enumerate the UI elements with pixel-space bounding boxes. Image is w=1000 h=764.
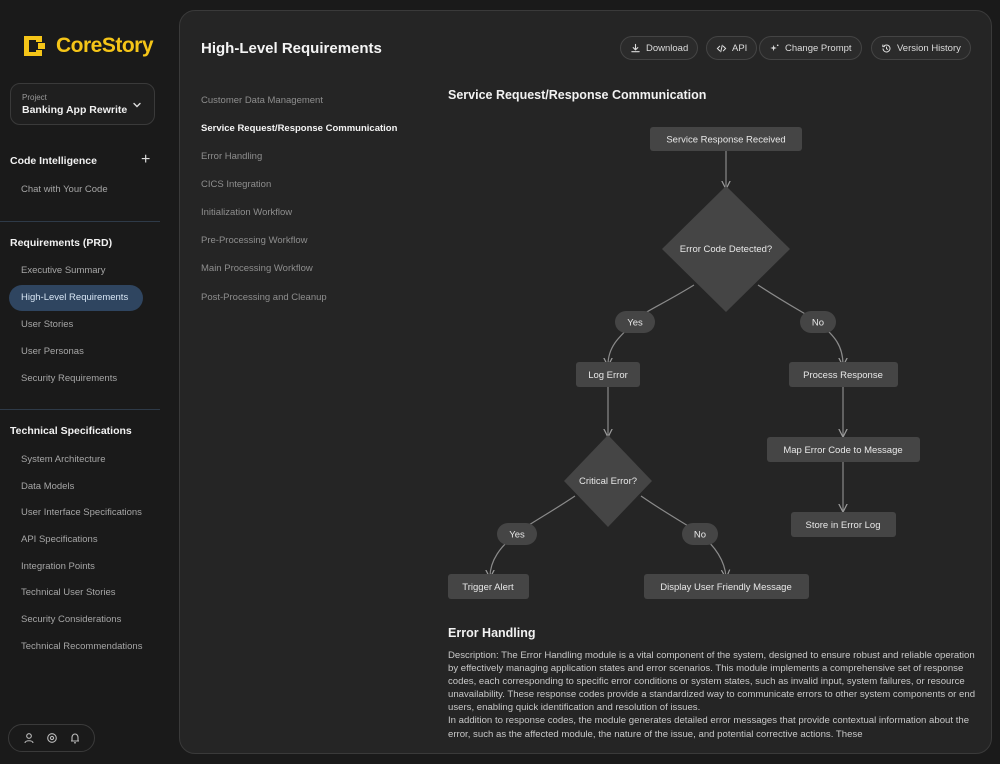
sidebar-item-system-architecture[interactable]: System Architecture — [21, 454, 106, 465]
project-label: Project — [22, 93, 47, 102]
flow-node-map-error: Map Error Code to Message — [767, 437, 920, 462]
code-icon — [716, 44, 727, 52]
section-title-service-communication: Service Request/Response Communication — [448, 88, 707, 102]
flow-edge-label-yes: Yes — [615, 311, 655, 333]
api-button[interactable]: API — [706, 36, 758, 60]
flow-node-label: Display User Friendly Message — [660, 582, 791, 593]
section-title-technical-specifications: Technical Specifications — [10, 425, 132, 437]
change-prompt-button[interactable]: Change Prompt — [759, 36, 862, 60]
sidebar-item-chat[interactable]: Chat with Your Code — [21, 184, 108, 195]
sidebar-item-high-level-requirements[interactable]: High-Level Requirements — [9, 285, 143, 311]
flow-node-start: Service Response Received — [650, 127, 802, 151]
edge-label: No — [812, 318, 824, 329]
section-title-error-handling: Error Handling — [448, 626, 536, 640]
flow-node-label: Map Error Code to Message — [783, 445, 902, 456]
flow-node-trigger-alert: Trigger Alert — [448, 574, 529, 599]
toc-item[interactable]: Customer Data Management — [201, 95, 323, 106]
sidebar-item-security-requirements[interactable]: Security Requirements — [21, 373, 118, 384]
flow-edge-label-no: No — [682, 523, 718, 545]
toc-item[interactable]: Main Processing Workflow — [201, 263, 313, 274]
toc-item[interactable]: Error Handling — [201, 151, 263, 162]
version-history-button[interactable]: Version History — [871, 36, 971, 60]
bell-icon[interactable] — [68, 731, 82, 745]
divider — [0, 221, 160, 222]
change-prompt-label: Change Prompt — [785, 42, 852, 54]
chevron-down-icon — [131, 98, 143, 110]
flow-edge-label-no: No — [800, 311, 836, 333]
section-title-code-intelligence: Code Intelligence — [10, 155, 97, 167]
sidebar-item-user-stories[interactable]: User Stories — [21, 319, 74, 330]
edge-label: Yes — [627, 318, 643, 329]
flow-node-label: Store in Error Log — [806, 520, 881, 531]
edge-label: No — [694, 530, 706, 541]
flow-decision-error-code: Error Code Detected? — [662, 186, 790, 312]
sidebar-item-technical-user-stories[interactable]: Technical User Stories — [21, 587, 116, 598]
paragraph: In addition to response codes, the modul… — [448, 715, 970, 740]
sparkle-icon — [770, 43, 779, 51]
toc-item[interactable]: CICS Integration — [201, 179, 272, 190]
sidebar-item-api-specifications[interactable]: API Specifications — [21, 534, 98, 545]
sidebar-item-security-considerations[interactable]: Security Considerations — [21, 614, 122, 625]
sidebar-item-data-models[interactable]: Data Models — [21, 481, 75, 492]
flow-node-label: Log Error — [588, 370, 628, 381]
sidebar-item-technical-recommendations[interactable]: Technical Recommendations — [21, 641, 143, 652]
flow-node-label: Process Response — [803, 370, 883, 381]
sidebar-item-user-personas[interactable]: User Personas — [21, 346, 84, 357]
flow-node-process-response: Process Response — [789, 362, 898, 387]
toc-item[interactable]: Pre-Processing Workflow — [201, 235, 308, 246]
settings-icon[interactable] — [45, 731, 59, 745]
flow-node-store-log: Store in Error Log — [791, 512, 896, 537]
divider — [0, 409, 160, 410]
app-name: CoreStory — [56, 34, 154, 57]
toc-item-active[interactable]: Service Request/Response Communication — [201, 123, 398, 134]
logo[interactable]: CoreStory — [22, 32, 154, 60]
download-button[interactable]: Download — [620, 36, 699, 60]
toc-item[interactable]: Initialization Workflow — [201, 207, 293, 218]
version-history-label: Version History — [897, 42, 961, 54]
bottom-toolbar — [8, 724, 95, 752]
flow-node-label: Service Response Received — [666, 135, 785, 146]
section-title-requirements: Requirements (PRD) — [10, 237, 113, 249]
download-icon — [631, 43, 640, 52]
sidebar-item-integration-points[interactable]: Integration Points — [21, 561, 95, 572]
error-handling-description: Description: The Error Handling module i… — [448, 649, 978, 741]
toc-item[interactable]: Post-Processing and Cleanup — [201, 292, 327, 303]
flow-node-log-error: Log Error — [576, 362, 640, 387]
api-label: API — [732, 42, 748, 54]
corestory-logo-icon — [22, 32, 50, 60]
paragraph: Description: The Error Handling module i… — [448, 650, 976, 714]
add-icon[interactable]: + — [141, 151, 151, 168]
history-icon — [882, 44, 891, 52]
sidebar-item-executive-summary[interactable]: Executive Summary — [21, 265, 106, 276]
project-name: Banking App Rewrite — [22, 104, 128, 116]
user-icon[interactable] — [22, 731, 36, 745]
flow-decision-critical: Critical Error? — [564, 435, 652, 527]
page-title: High-Level Requirements — [201, 40, 382, 57]
main-panel: High-Level Requirements Download API Cha… — [179, 10, 992, 754]
edge-label: Yes — [509, 530, 525, 541]
flow-decision-label: Error Code Detected? — [680, 244, 772, 255]
sidebar: CoreStory Project Banking App Rewrite Co… — [0, 0, 170, 764]
flow-node-label: Trigger Alert — [462, 582, 514, 593]
flow-decision-label: Critical Error? — [579, 476, 637, 487]
flowchart: Service Response Received Error Code Det… — [448, 127, 920, 599]
project-selector[interactable]: Project Banking App Rewrite — [10, 83, 155, 125]
flow-edge-label-yes: Yes — [497, 523, 537, 545]
flow-node-display-message: Display User Friendly Message — [644, 574, 809, 599]
download-label: Download — [646, 42, 689, 54]
sidebar-item-ui-specifications[interactable]: User Interface Specifications — [21, 507, 142, 518]
